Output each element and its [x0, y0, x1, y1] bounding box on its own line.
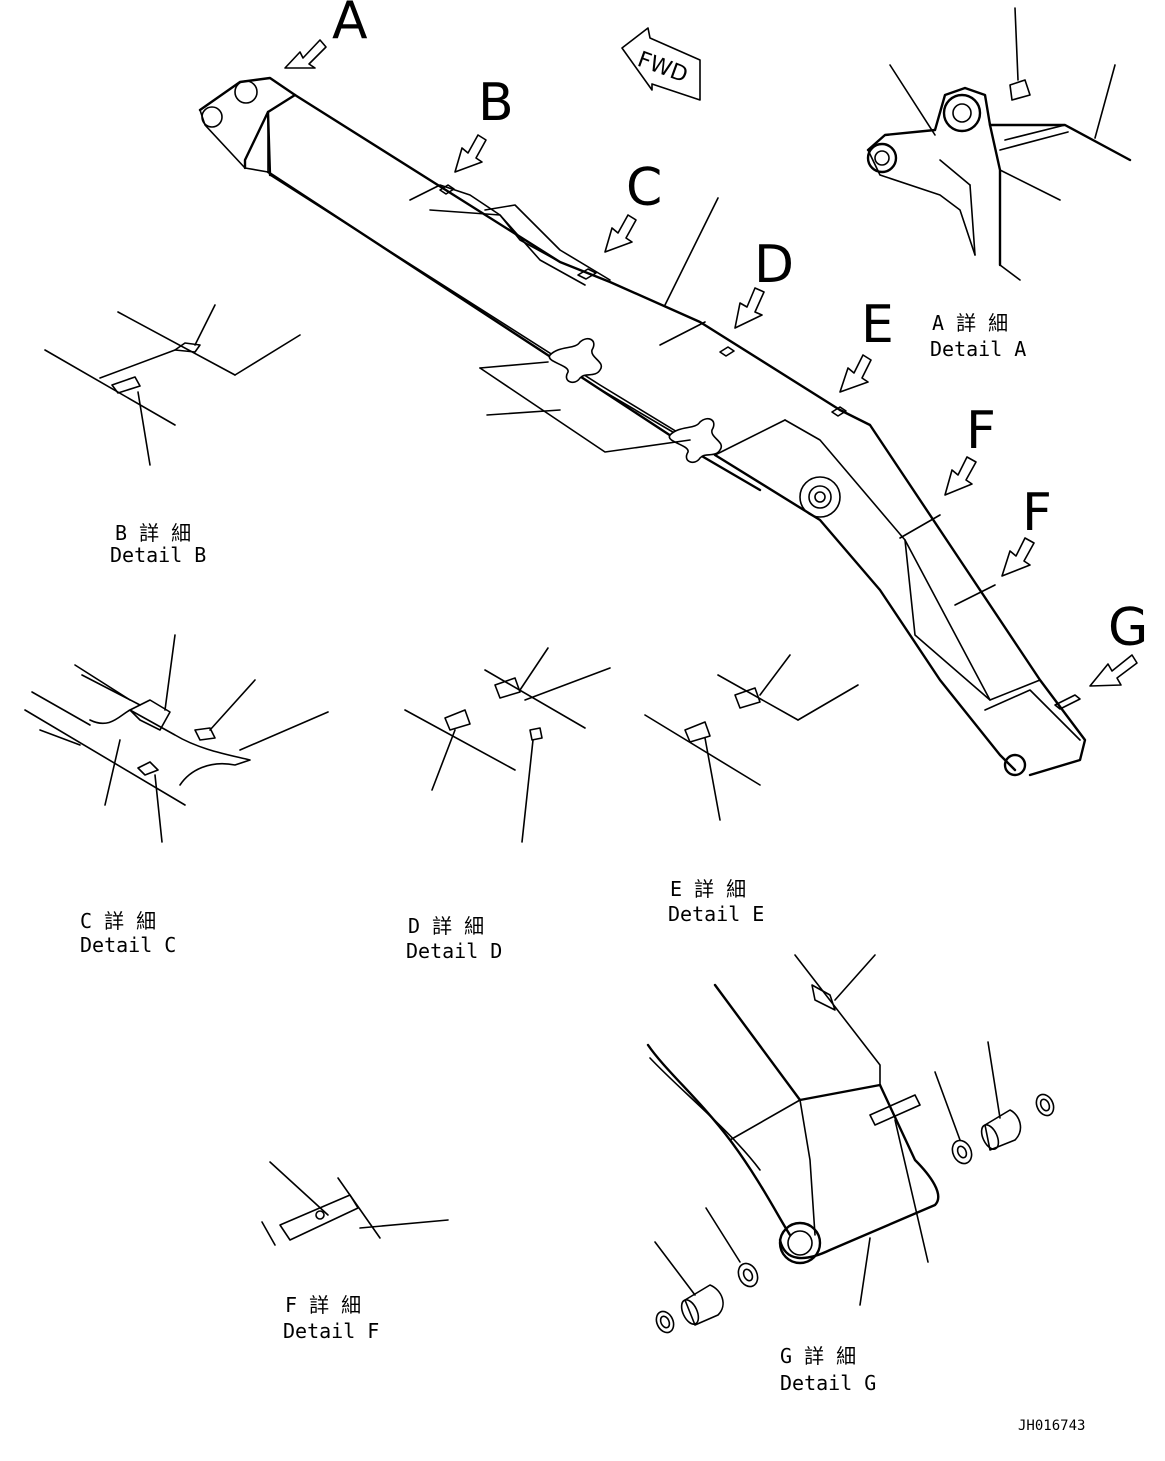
fwd-indicator: FWD — [621, 27, 701, 101]
view-letter-B: B — [478, 73, 514, 133]
detail-B-caption-en: Detail B — [110, 543, 206, 567]
detail-G-drawing — [646, 954, 1055, 1334]
detail-A-caption-jp: A 詳 細 — [932, 311, 1008, 335]
detail-G-caption-en: Detail G — [780, 1371, 876, 1395]
view-letter-F2: F — [1022, 483, 1052, 543]
detail-F-drawing — [261, 1161, 449, 1246]
view-letter-D: D — [754, 235, 794, 295]
arrow-icon-D — [734, 287, 765, 329]
detail-G-caption-jp: G 詳 細 — [780, 1344, 856, 1368]
detail-C-caption-jp: C 詳 細 — [80, 909, 156, 933]
detail-D-drawing — [404, 647, 611, 843]
arrow-icon-F1 — [944, 456, 977, 496]
boom-assembly — [198, 76, 1087, 777]
detail-D-caption-jp: D 詳 細 — [408, 914, 484, 938]
detail-C-drawing — [24, 634, 329, 843]
arrow-icon-E — [839, 354, 872, 393]
detail-D-caption-en: Detail D — [406, 939, 502, 963]
arrow-icon-A — [284, 39, 327, 69]
view-letter-A: A — [332, 0, 368, 51]
detail-E-caption-en: Detail E — [668, 902, 764, 926]
view-letter-G: G — [1108, 598, 1148, 658]
pointer-arrows — [284, 39, 1138, 687]
detail-A-drawing — [866, 7, 1132, 281]
detail-E-drawing — [644, 654, 859, 821]
detail-B-caption-jp: B 詳 細 — [115, 521, 191, 545]
arrow-icon-C — [604, 214, 637, 253]
detail-C-caption-en: Detail C — [80, 933, 176, 957]
detail-F-caption-jp: F 詳 細 — [285, 1293, 361, 1317]
drawing-code: JH016743 — [1018, 1418, 1085, 1434]
detail-B-drawing — [44, 304, 301, 466]
arrow-icon-F2 — [1001, 537, 1035, 577]
view-letter-E: E — [861, 295, 894, 355]
detail-A-caption-en: Detail A — [930, 337, 1026, 361]
view-letter-F1: F — [966, 401, 996, 461]
detail-F-caption-en: Detail F — [283, 1319, 379, 1343]
arrow-icon-G — [1089, 654, 1138, 687]
view-letter-C: C — [626, 158, 662, 218]
detail-E-caption-jp: E 詳 細 — [670, 877, 746, 901]
arrow-icon-B — [454, 134, 487, 173]
